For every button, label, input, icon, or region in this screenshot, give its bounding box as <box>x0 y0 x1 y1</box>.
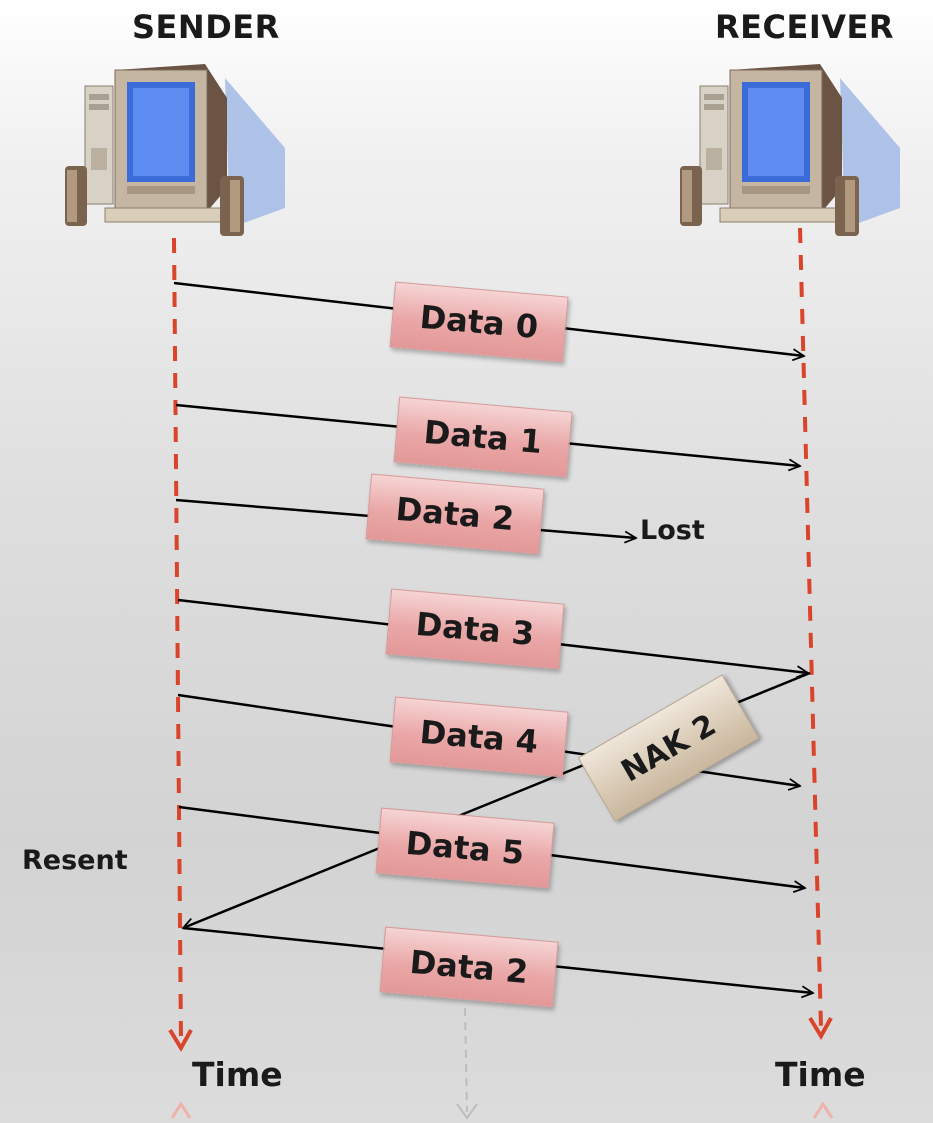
sender-computer-icon <box>65 64 285 236</box>
sender-bottom-mark <box>170 1101 192 1119</box>
sender-title: SENDER <box>132 8 280 46</box>
receiver-bottom-mark <box>812 1101 834 1119</box>
lost-label: Lost <box>640 515 705 546</box>
receiver-computer-icon <box>680 64 900 236</box>
sender-timeline <box>172 237 183 1041</box>
receiver-title: RECEIVER <box>715 8 895 46</box>
center-dashed-arrowhead <box>456 1103 478 1120</box>
receiver-timeline-arrowhead <box>808 1016 833 1040</box>
center-dashed-mark <box>464 1007 468 1113</box>
resent-label: Resent <box>22 845 128 876</box>
receiver-timeline <box>798 227 823 1029</box>
sender-timeline-arrowhead <box>168 1028 193 1052</box>
sender-time-label: Time <box>192 1055 283 1094</box>
receiver-time-label: Time <box>775 1055 866 1094</box>
